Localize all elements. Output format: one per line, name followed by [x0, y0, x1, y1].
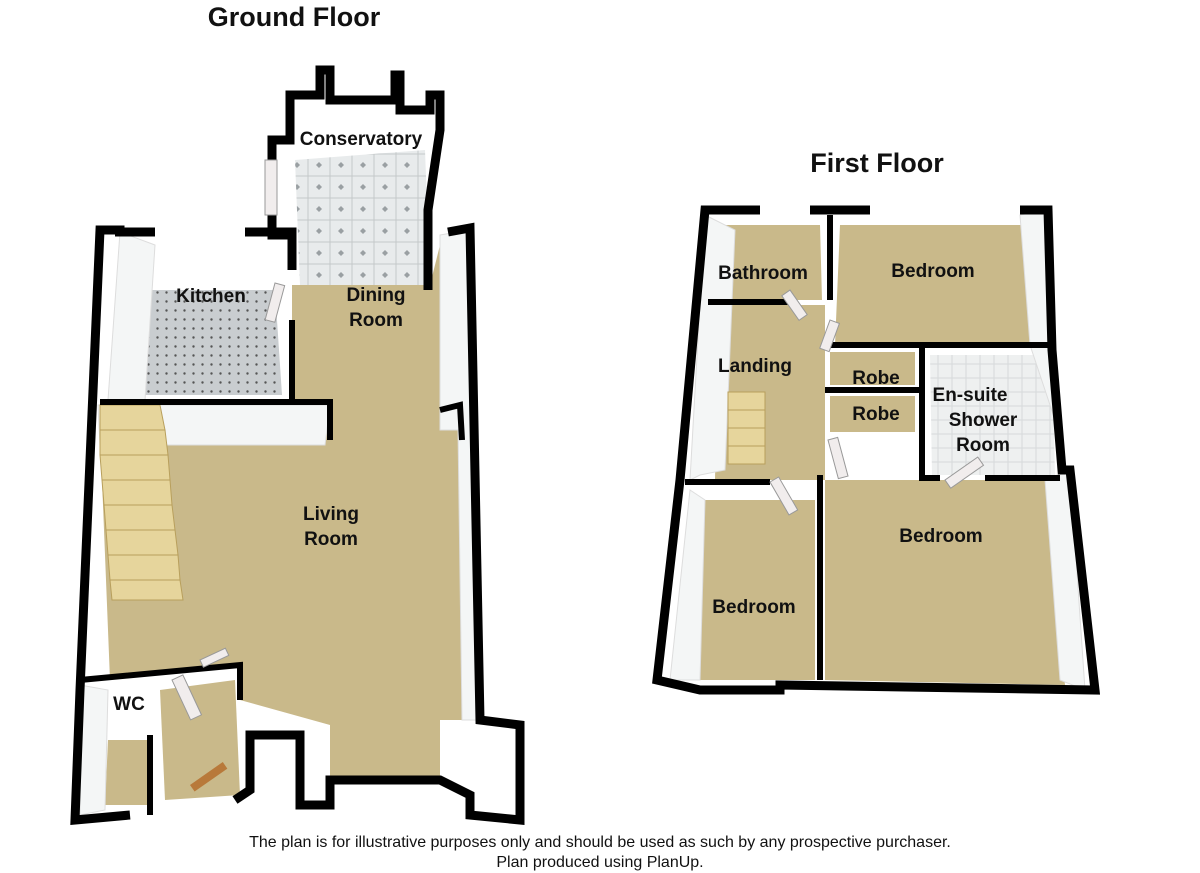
- room-label-conservatory: Conservatory: [300, 129, 423, 150]
- wc-wall: [79, 661, 243, 700]
- ground-floor-title: Ground Floor: [208, 2, 381, 32]
- first-floor: First Floor Bathro: [652, 148, 1101, 695]
- robe-2-floor: [830, 396, 915, 432]
- bathroom-door[interactable]: [781, 289, 808, 322]
- kitchen-door[interactable]: [264, 282, 286, 323]
- bedroom-left-floor: [690, 500, 815, 680]
- conservatory-door[interactable]: [264, 159, 278, 216]
- room-label-living-1: Living: [303, 504, 359, 525]
- room-label-robe-2: Robe: [852, 404, 900, 425]
- disclaimer: The plan is for illustrative purposes on…: [0, 833, 1200, 873]
- first-floor-title: First Floor: [810, 148, 944, 178]
- ground-outer-wall-right: [232, 222, 525, 825]
- room-label-wc: WC: [113, 694, 145, 715]
- room-label-bedroom-top: Bedroom: [891, 261, 974, 282]
- bedroom-top-floor: [835, 225, 1030, 345]
- first-floor-staircase: [727, 391, 766, 465]
- room-label-ensuite-3: Room: [956, 435, 1010, 456]
- ensuite-wall: [919, 348, 940, 481]
- bedroom-left-wall-face: [669, 489, 706, 681]
- staircase: [99, 404, 184, 601]
- room-label-ensuite-1: En-suite: [933, 385, 1008, 406]
- disclaimer-line-2: Plan produced using PlanUp.: [496, 854, 704, 871]
- bathroom-floor: [708, 225, 822, 300]
- front-door[interactable]: [190, 762, 228, 792]
- wc-wall-face: [79, 684, 109, 816]
- disclaimer-line-1: The plan is for illustrative purposes on…: [249, 834, 951, 851]
- bedroom-left-door[interactable]: [769, 476, 799, 516]
- room-label-dining-2: Room: [349, 310, 403, 331]
- kitchen-floor: [140, 290, 282, 395]
- bedroom-top-door[interactable]: [819, 319, 841, 353]
- first-outer-wall: [652, 205, 1101, 695]
- conservatory-wall: [267, 65, 445, 290]
- room-label-dining-1: Dining: [346, 285, 405, 306]
- room-label-bedroom-right: Bedroom: [899, 526, 982, 547]
- conservatory-floor: [295, 150, 430, 285]
- wc-floor: [105, 740, 150, 805]
- room-label-robe-1: Robe: [852, 368, 900, 389]
- ensuite-door[interactable]: [944, 456, 985, 489]
- wc-door[interactable]: [171, 674, 203, 721]
- ensuite-floor: [930, 355, 1055, 475]
- bedroom-right-door[interactable]: [827, 436, 849, 480]
- living-pier: [439, 401, 465, 441]
- room-label-living-2: Room: [304, 529, 358, 550]
- hall-door[interactable]: [199, 647, 230, 668]
- living-dining-floor: [100, 245, 478, 780]
- robe-1-floor: [830, 352, 915, 385]
- room-label-ensuite-2: Shower: [949, 410, 1018, 431]
- bedroom-right-floor: [825, 480, 1065, 685]
- room-label-bedroom-left: Bedroom: [712, 597, 795, 618]
- room-label-kitchen: Kitchen: [176, 286, 246, 307]
- room-label-bathroom: Bathroom: [718, 263, 808, 284]
- ground-floor: Ground Floor: [70, 2, 525, 825]
- room-label-landing: Landing: [718, 356, 792, 377]
- kitchen-living-wall: [100, 399, 333, 440]
